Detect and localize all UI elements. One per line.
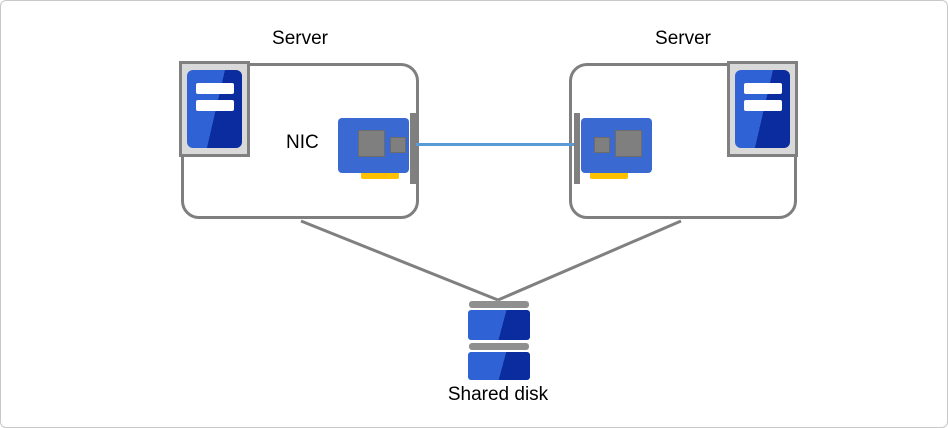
disk-unit [468, 310, 530, 340]
nic-label: NIC [286, 132, 319, 153]
nic-card-body [338, 118, 409, 173]
disk-top-bar [469, 343, 529, 350]
nic-edge-connector [361, 173, 399, 179]
nic-bracket [410, 113, 416, 184]
nic-card-icon [338, 113, 416, 184]
disk-link-left-line [300, 219, 499, 302]
server-tower-icon [179, 61, 250, 157]
server-left-label: Server [272, 28, 328, 49]
disk-top-bar [469, 301, 529, 308]
shared-disk-icon [468, 301, 530, 380]
server-tower-icon [727, 61, 798, 157]
tower-slot [196, 100, 234, 111]
tower-slot [744, 83, 782, 94]
disk-link-right-line [497, 219, 682, 302]
server-tower-body [735, 70, 790, 148]
server-tower-body [187, 70, 242, 148]
nic-chip-large [358, 130, 385, 157]
tower-slot [744, 100, 782, 111]
nic-chip-large [615, 130, 642, 157]
server-right-label: Server [655, 28, 711, 49]
nic-card-body [581, 118, 652, 173]
nic-chip-small [390, 137, 406, 153]
disk-unit [468, 352, 530, 380]
nic-card-icon [574, 113, 652, 184]
nic-chip-small [594, 137, 610, 153]
nic-interconnect-cable [415, 143, 574, 146]
nic-bracket [574, 113, 580, 184]
nic-edge-connector [590, 173, 628, 179]
shared-disk-label: Shared disk [447, 384, 549, 405]
tower-slot [196, 83, 234, 94]
